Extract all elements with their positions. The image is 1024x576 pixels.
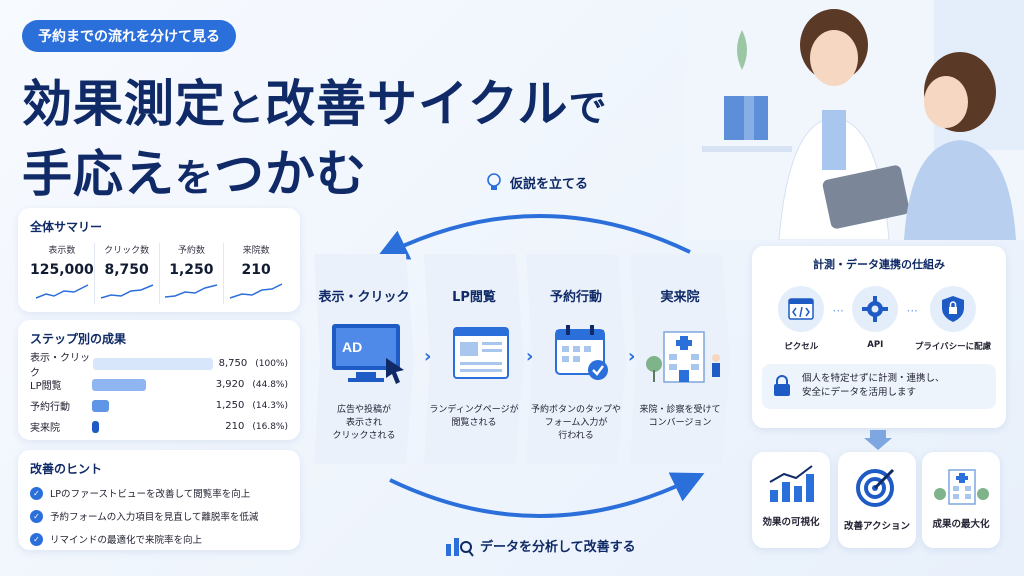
result-maximize: 成果の最大化 xyxy=(922,452,1000,548)
step-label: 実来院 xyxy=(30,423,60,434)
target-icon xyxy=(856,468,895,507)
step-bar-fill xyxy=(92,378,147,391)
bottom-arrow xyxy=(389,472,705,518)
header-pill: 予約までの流れを分けて見る xyxy=(22,20,236,52)
check-icon: ✓ xyxy=(30,509,43,523)
sparkline-icon xyxy=(100,284,153,299)
calendar-check-icon xyxy=(555,325,608,380)
dots-connector: ··· xyxy=(906,304,918,318)
mechanism-pixel: ピクセル xyxy=(770,286,833,352)
metric-reservations: 予約数 1,250 xyxy=(160,243,225,304)
hint-item: ✓予約フォームの入力項目を見直して離脱率を低減 xyxy=(30,509,288,523)
chevron-right-icon: › xyxy=(424,346,432,367)
step-bar-track xyxy=(92,399,202,412)
mechanism-card: 計測・データ連携の仕組み ピクセル ··· API ··· プライバシーに配慮 … xyxy=(752,246,1006,428)
step-label: 予約行動 xyxy=(30,402,70,413)
summary-title: 全体サマリー xyxy=(30,220,103,234)
metric-impressions: 表示数 125,000 xyxy=(30,243,95,304)
page-title-line1: 効果測定と改善サイクルで xyxy=(22,75,608,133)
dots-connector: ··· xyxy=(832,304,844,318)
step-row: 予約行動 1,250 (14.3%) xyxy=(30,395,288,416)
step-percent: (44.8%) xyxy=(252,379,288,390)
sparkline-icon xyxy=(229,283,283,299)
mechanism-api: API xyxy=(844,286,907,352)
stage-title-reservation: 予約行動 xyxy=(549,290,602,305)
step-value: 210 xyxy=(225,421,245,432)
shield-lock-icon xyxy=(942,296,964,322)
check-icon: ✓ xyxy=(30,532,43,546)
step-percent: (16.8%) xyxy=(252,421,288,432)
step-bar-fill xyxy=(92,399,110,412)
hospital-icon xyxy=(646,331,720,383)
step-label: LP閲覧 xyxy=(30,381,62,392)
flow-bottom-label: データを分析して改善する xyxy=(444,532,636,558)
down-arrow-icon xyxy=(864,430,892,450)
stage-title-impressions: 表示・クリック xyxy=(318,290,410,305)
stage-desc-reservation: 予約ボタンのタップや フォーム入力が 行われる xyxy=(530,405,621,442)
step-bar-track xyxy=(92,420,202,433)
step-row: 実来院 210 (16.8%) xyxy=(30,416,288,437)
steps-title: ステップ別の成果 xyxy=(30,332,127,346)
result-visualization: 効果の可視化 xyxy=(752,452,830,548)
step-row: LP閲覧 3,920 (44.8%) xyxy=(30,374,288,395)
sparkline-icon xyxy=(165,284,218,298)
cycle-arrows xyxy=(375,214,705,518)
lock-icon xyxy=(774,375,790,397)
step-label: 表示・クリック xyxy=(30,352,90,379)
privacy-note: 個人を特定せずに計測・連携し、 安全にデータを活用します xyxy=(762,364,996,409)
hint-item: ✓リマインドの最適化で来院率を向上 xyxy=(30,532,288,546)
hints-card: 改善のヒント ✓LPのファーストビューを改善して閲覧率を向上 ✓予約フォームの入… xyxy=(18,450,300,550)
stage-desc-impressions: 広告や投稿が 表示され クリックされる xyxy=(332,405,396,442)
lightbulb-icon xyxy=(487,173,501,190)
chevron-right-icon: › xyxy=(526,346,534,367)
page-title-line2: 手応えをつかむ xyxy=(22,145,368,203)
check-icon: ✓ xyxy=(30,486,43,500)
step-bar-track xyxy=(92,378,202,391)
metric-visits: 来院数 210 xyxy=(224,243,288,304)
doctor-patient-illustration xyxy=(684,0,1024,240)
hint-item: ✓LPのファーストビューを改善して閲覧率を向上 xyxy=(30,486,288,500)
step-value: 8,750 xyxy=(218,358,248,369)
top-arrow xyxy=(375,214,691,260)
code-icon xyxy=(788,298,815,320)
stage-desc-visit: 来院・診察を受けて コンバージョン xyxy=(639,405,721,429)
step-value: 1,250 xyxy=(215,400,245,411)
stage-title-lp: LP閲覧 xyxy=(452,290,496,305)
hospital-icon xyxy=(934,469,989,505)
hints-title: 改善のヒント xyxy=(30,462,103,476)
monitor-ad-icon: AD xyxy=(332,324,404,384)
step-bar-track xyxy=(93,357,213,370)
metric-clicks: クリック数 8,750 xyxy=(95,243,160,304)
flow-top-label: 仮説を立てる xyxy=(484,172,588,192)
step-percent: (100%) xyxy=(255,358,288,369)
mechanism-privacy: プライバシーに配慮 xyxy=(915,286,991,352)
result-action: 改善アクション xyxy=(838,452,916,548)
gear-icon xyxy=(862,296,889,322)
step-row: 表示・クリック 8,750 (100%) xyxy=(30,353,288,379)
bar-chart-icon xyxy=(769,465,814,502)
landing-page-icon xyxy=(453,327,509,379)
stage-desc-lp: ランディングページが 閲覧される xyxy=(429,405,519,429)
chevron-right-icon: › xyxy=(628,346,636,367)
mechanism-title: 計測・データ連携の仕組み xyxy=(813,258,945,271)
sparkline-icon xyxy=(35,284,89,299)
step-bar-fill xyxy=(93,357,213,370)
step-bar-fill xyxy=(92,420,100,433)
summary-card: 全体サマリー 表示数 125,000 クリック数 8,750 予約数 1,250… xyxy=(18,208,300,312)
step-value: 3,920 xyxy=(215,379,245,390)
svg-text:AD: AD xyxy=(342,339,362,355)
steps-card: ステップ別の成果 表示・クリック 8,750 (100%) LP閲覧 3,920 (44.… xyxy=(18,320,300,440)
step-percent: (14.3%) xyxy=(252,400,288,411)
stage-title-visit: 実来院 xyxy=(660,290,700,305)
analytics-icon xyxy=(446,538,474,557)
